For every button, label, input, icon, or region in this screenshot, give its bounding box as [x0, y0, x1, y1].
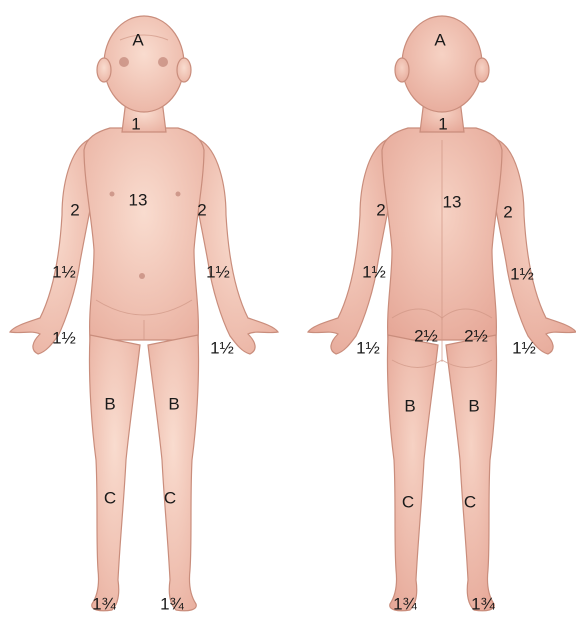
back-neck-label: 1 — [438, 116, 447, 133]
back-leg-right-label: C — [464, 494, 476, 511]
back-buttock-right-label: 2½ — [464, 328, 488, 345]
back-upper-arm-right-label: 2 — [503, 204, 512, 221]
front-thigh-left-label: B — [104, 396, 115, 413]
front-foot-right-label: 1¾ — [160, 596, 184, 613]
front-foot-left-label: 1¾ — [92, 596, 116, 613]
back-forearm-right-label: 1½ — [510, 266, 534, 283]
front-hand-left-label: 1½ — [52, 330, 76, 347]
back-thigh-right-label: B — [468, 398, 479, 415]
back-trunk-label: 13 — [443, 194, 462, 211]
front-forearm-left-label: 1½ — [52, 264, 76, 281]
front-upper-arm-left-label: 2 — [70, 202, 79, 219]
front-hand-right-label: 1½ — [210, 340, 234, 357]
front-trunk-label: 13 — [129, 192, 148, 209]
front-forearm-right-label: 1½ — [206, 264, 230, 281]
back-forearm-left-label: 1½ — [362, 264, 386, 281]
front-head-label: A — [132, 32, 143, 49]
front-thigh-right-label: B — [168, 396, 179, 413]
front-leg-left-label: C — [104, 490, 116, 507]
back-head-label: A — [434, 32, 445, 49]
front-neck-label: 1 — [131, 116, 140, 133]
back-upper-arm-left-label: 2 — [376, 202, 385, 219]
front-figure — [10, 16, 278, 611]
back-leg-left-label: C — [402, 494, 414, 511]
back-thigh-left-label: B — [404, 398, 415, 415]
back-foot-left-label: 1¾ — [393, 596, 417, 613]
back-foot-right-label: 1¾ — [471, 596, 495, 613]
front-upper-arm-right-label: 2 — [197, 202, 206, 219]
back-buttock-left-label: 2½ — [414, 328, 438, 345]
back-hand-left-label: 1½ — [356, 340, 380, 357]
back-hand-right-label: 1½ — [512, 340, 536, 357]
front-leg-right-label: C — [164, 490, 176, 507]
